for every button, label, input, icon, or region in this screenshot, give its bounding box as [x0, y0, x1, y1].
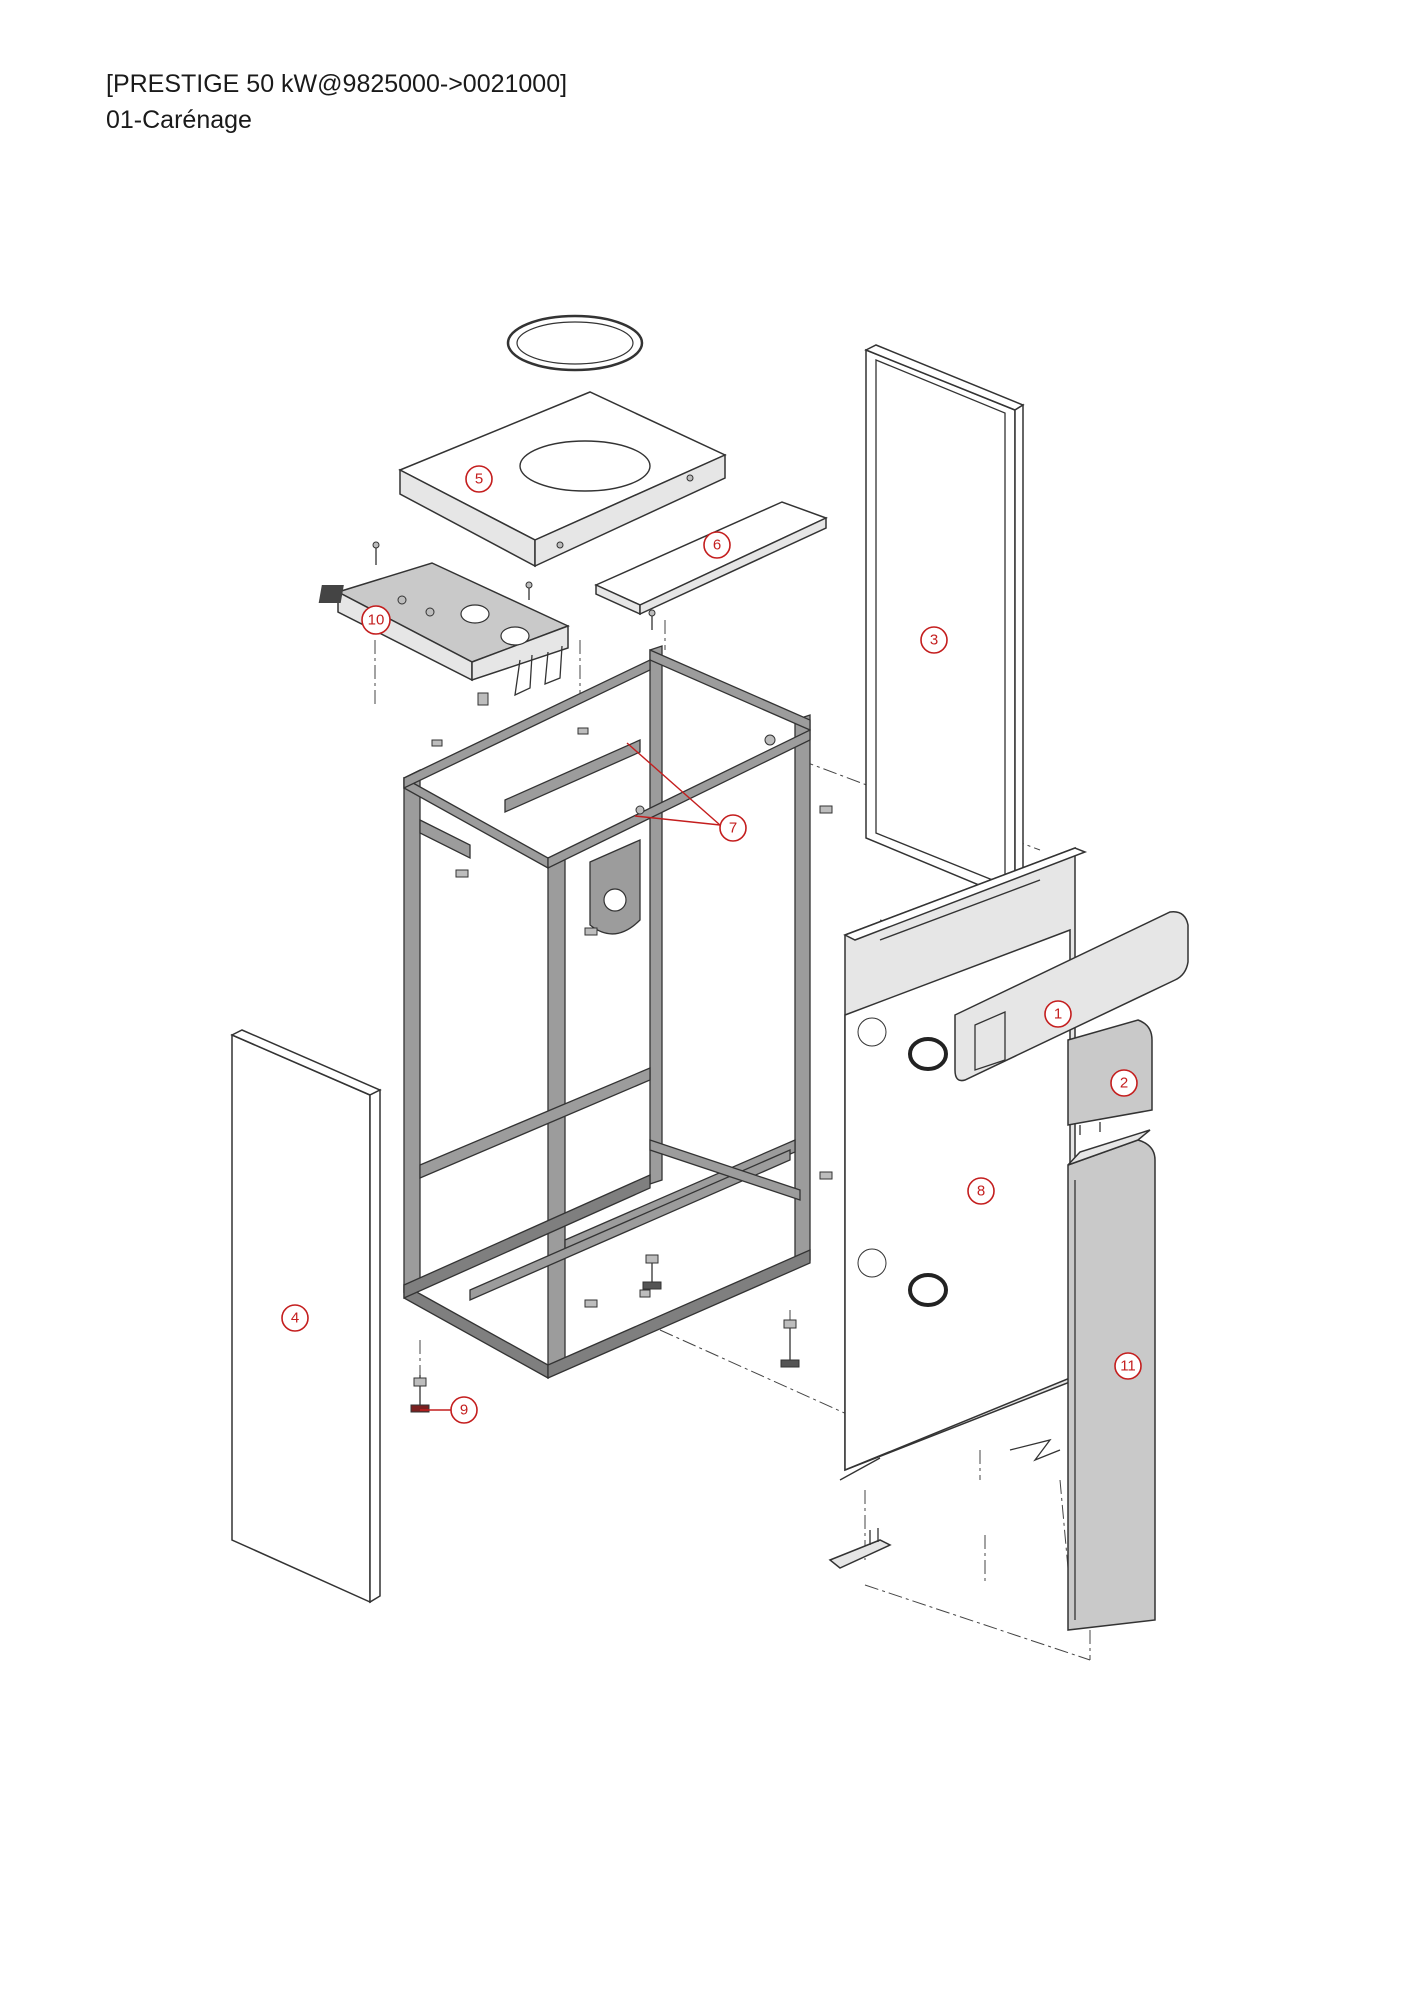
callout-8: 8 — [967, 1177, 995, 1205]
callout-1: 1 — [1044, 1000, 1072, 1028]
callout-label: 3 — [930, 632, 938, 649]
callout-label: 2 — [1120, 1075, 1128, 1092]
leader-lines — [420, 742, 721, 1411]
callout-7: 7 — [719, 814, 747, 842]
clips-under-panel — [431, 692, 589, 747]
callout-11: 11 — [1114, 1352, 1142, 1380]
callout-label: 4 — [291, 1310, 299, 1327]
model-title: [PRESTIGE 50 kW@9825000->0021000] — [106, 70, 568, 98]
callout-label: 7 — [729, 820, 737, 837]
side-panel-part-3 — [864, 344, 1025, 902]
frame-screws — [455, 805, 833, 1308]
callout-label: 5 — [475, 471, 483, 488]
callout-3: 3 — [920, 626, 948, 654]
callout-9: 9 — [450, 1396, 478, 1424]
front-panel-part-8 — [839, 846, 1088, 1481]
section-title: 01-Carénage — [106, 106, 252, 134]
callout-label: 11 — [1120, 1358, 1136, 1375]
callout-label: 10 — [368, 612, 385, 629]
callout-label: 8 — [977, 1183, 985, 1200]
cover-cap-part-2 — [1067, 1019, 1153, 1135]
callout-4: 4 — [281, 1304, 309, 1332]
front-trim-part-1 — [954, 911, 1189, 1082]
chassis-frame — [403, 645, 811, 1380]
callout-label: 1 — [1054, 1006, 1062, 1023]
callout-label: 6 — [713, 537, 721, 554]
top-ring-gasket — [506, 314, 644, 372]
page-header: [PRESTIGE 50 kW@9825000->0021000] 01-Car… — [106, 66, 567, 138]
top-cover-part-5 — [398, 391, 727, 568]
callout-label: 9 — [460, 1402, 468, 1419]
callout-6: 6 — [703, 531, 731, 559]
callout-10: 10 — [361, 605, 391, 635]
screws-top — [372, 541, 656, 630]
callout-2: 2 — [1110, 1069, 1138, 1097]
bottom-bracket — [828, 1528, 892, 1569]
vertical-cover-part-11 — [1067, 1129, 1156, 1631]
adjustable-feet — [410, 1254, 800, 1413]
callout-5: 5 — [465, 465, 493, 493]
